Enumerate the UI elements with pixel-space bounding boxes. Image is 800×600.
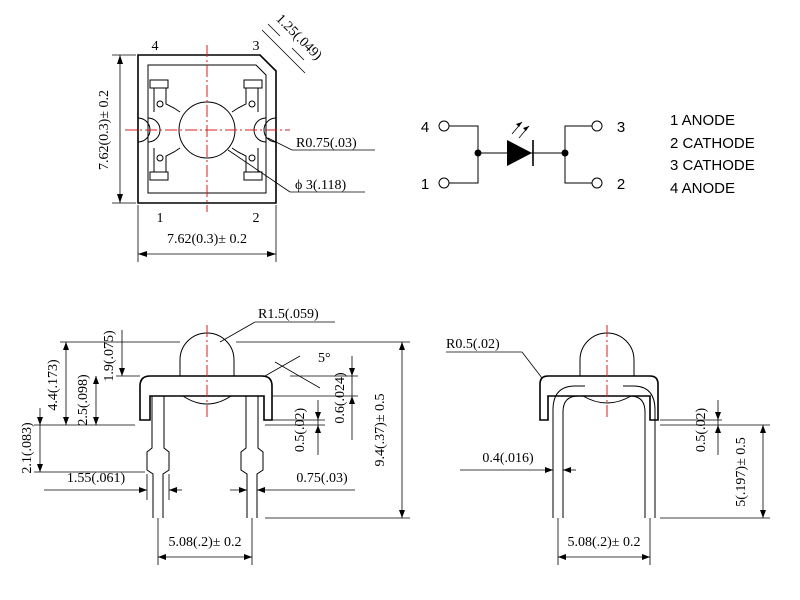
pad-2-bottom (243, 171, 263, 181)
notch-right (263, 117, 277, 143)
dim-top-width: 7.62(0.3)± 0.2 (167, 232, 247, 247)
top-pin-2-label: 2 (253, 211, 260, 226)
hole-right-bottom (248, 154, 256, 162)
hole-left-bottom (156, 154, 164, 162)
pin-legend-4: 4 ANODE (670, 179, 736, 197)
pin-legend-1: 1 ANODE (670, 112, 736, 129)
hole-left-top (156, 100, 164, 108)
schem-label-3: 3 (617, 119, 625, 136)
end-lead-left (552, 385, 585, 518)
schem-pin-4 (438, 120, 450, 132)
side-lead-left (146, 396, 170, 518)
top-pin-3-label: 3 (253, 39, 260, 54)
pin-legend-2: 2 CATHODE (670, 134, 755, 152)
schem-label-2: 2 (617, 176, 625, 193)
top-pin-4-label: 4 (152, 39, 159, 54)
dim-top-lens-dia: ϕ 3(.118) (295, 178, 347, 193)
dim-end-lead-thk: 0.4(.016) (482, 451, 534, 466)
end-lead-right (623, 385, 656, 518)
dim-top-notch-radius: R0.75(.03) (296, 136, 357, 151)
dim-side-h1: 4.4(.173) (46, 359, 61, 411)
top-pin-1-label: 1 (157, 211, 164, 226)
dim-side-lead-w1: 1.55(.061) (67, 471, 126, 486)
dim-end-lead-len: 5(.197)± 0.5 (734, 437, 749, 507)
pin-legend: 1 ANODE 2 CATHODE 3 CATHODE 4 ANODE (670, 110, 755, 200)
dim-top-height: 7.62(0.3)± 0.2 (97, 90, 112, 170)
schem-label-4: 4 (421, 119, 429, 136)
dim-side-h4: 2.1(.083) (20, 422, 35, 474)
diode-symbol (507, 140, 532, 166)
top-body-inner (147, 64, 267, 194)
dim-side-pitch: 5.08(.2)± 0.2 (168, 535, 241, 550)
top-view: 4 3 1 2 7.62(0.3)± 0.2 7.62(0.3)± 0.2 1.… (97, 12, 375, 262)
schem-pin-3 (591, 120, 603, 132)
side-view: 4.4(.173) 1.9(.075) 2.5(.098) 2.1(.083) … (20, 307, 410, 565)
dim-side-dome-radius: R1.5(.059) (258, 307, 319, 322)
schem-pin-1 (438, 177, 450, 189)
end-view: R0.5(.02) 0.5(.02) 0.4(.016) 5(.197)± 0.… (446, 325, 770, 565)
dim-side-lead-w2: 0.75(.03) (296, 471, 348, 486)
top-body-outline (137, 54, 277, 204)
schem-label-1: 1 (421, 176, 429, 193)
dim-side-total: 9.4(.37)± 0.5 (373, 393, 388, 466)
dim-end-pitch: 5.08(.2)± 0.2 (567, 535, 640, 550)
dim-side-h2: 1.9(.075) (102, 330, 117, 382)
dim-side-angle: 5° (318, 351, 331, 366)
dim-side-h3: 2.5(.098) (76, 374, 91, 426)
dim-side-h6: 0.5(.02) (293, 408, 308, 453)
pad-1-bottom (149, 171, 169, 181)
side-body (139, 375, 273, 421)
pad-3-top (243, 79, 263, 89)
schem-pin-2 (591, 177, 603, 189)
hole-right-top (248, 100, 256, 108)
pad-4-top (149, 79, 169, 89)
dim-top-chamfer: 1.25(.049) (273, 12, 325, 64)
dim-side-h5: 0.6(.024) (333, 372, 348, 424)
schematic: 4 3 1 2 (421, 119, 625, 193)
dim-end-corner-radius: R0.5(.02) (446, 337, 500, 352)
end-body (539, 375, 659, 421)
dim-end-offset: 0.5(.02) (694, 408, 709, 453)
side-lead-right (240, 396, 264, 518)
pin-legend-3: 3 CATHODE (670, 157, 755, 174)
